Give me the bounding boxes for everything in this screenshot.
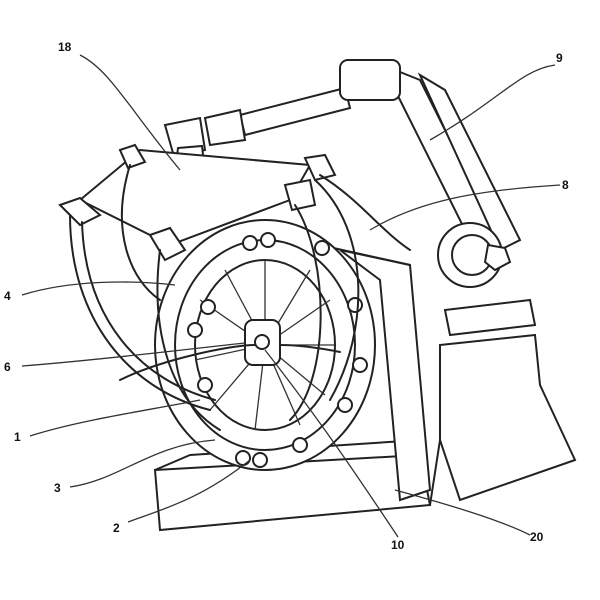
label-3: 3 <box>54 481 61 495</box>
label-6: 6 <box>4 360 11 374</box>
label-1: 1 <box>14 430 21 444</box>
label-10: 10 <box>391 538 405 552</box>
robot-pedestal <box>429 298 577 506</box>
label-8: 8 <box>562 178 569 192</box>
label-4: 4 <box>4 289 11 303</box>
label-18: 18 <box>58 40 72 54</box>
disc <box>154 219 376 471</box>
frame-rods <box>69 164 411 431</box>
label-20: 20 <box>530 530 544 544</box>
leader-lines <box>21 54 561 538</box>
label-9: 9 <box>556 51 563 65</box>
label-2: 2 <box>113 521 120 535</box>
housing <box>58 143 337 262</box>
robot-arm <box>203 59 522 288</box>
